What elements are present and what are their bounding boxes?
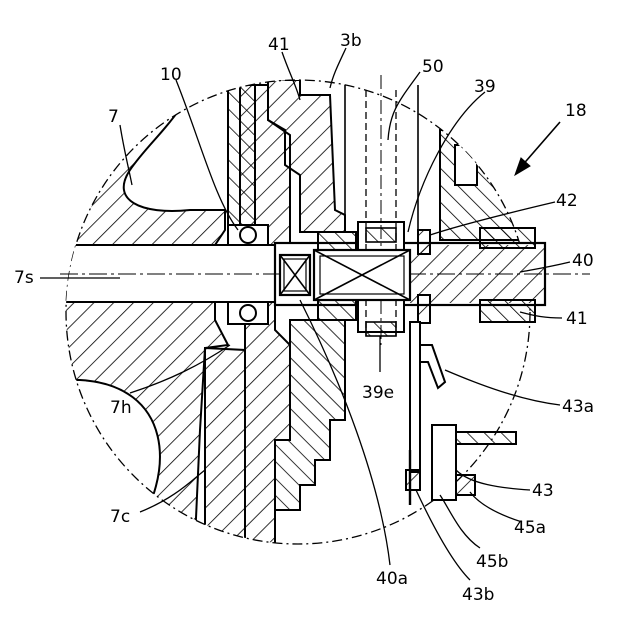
label-43b: 43b [462,585,494,605]
label-40: 40 [572,251,594,271]
label-39: 39 [474,77,496,97]
mechanism-18-block [455,145,477,185]
spring-43a [420,345,445,388]
label-43: 43 [532,481,554,501]
wall-7c [205,348,245,540]
ring-42-bottom [418,295,430,323]
label-42: 42 [556,191,578,211]
label-45b: 45b [476,552,508,572]
label-7s: 7s [14,268,34,288]
bushing-top [318,232,356,250]
bearing-41-bottom [480,300,535,322]
label-41-top: 41 [268,35,290,55]
support-45a-lower [456,475,475,495]
label-43a: 43a [562,397,594,417]
label-41-right: 41 [566,309,588,329]
label-18: 18 [565,101,587,121]
support-45a [456,432,516,444]
label-7: 7 [108,107,119,127]
label-50: 50 [422,57,444,77]
bearing-10-ball-bottom [240,305,256,321]
label-45a: 45a [514,518,546,538]
bearing-10-ball-top [240,227,256,243]
bearing-41-top [480,228,535,248]
label-40a: 40a [376,569,408,589]
bushing-bottom [318,300,356,320]
label-7h: 7h [110,398,132,418]
label-39e: 39e [362,383,394,403]
label-10: 10 [160,65,182,85]
block-43 [432,425,456,500]
pin-43b [406,470,420,490]
arrow-18-head [515,158,530,175]
housing-7-lower [60,302,228,540]
label-3b: 3b [340,31,362,51]
arrow-18-shaft [520,122,560,168]
plate-43 [410,322,420,472]
label-7c: 7c [110,507,130,527]
ring-42-top [418,230,430,254]
